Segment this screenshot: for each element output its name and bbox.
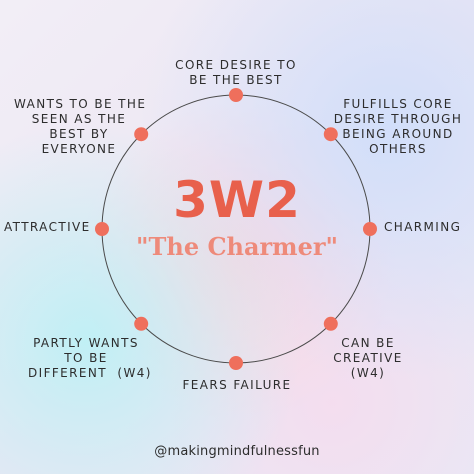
trait-label-top-right: FULFILLS CORE DESIRE THROUGH BEING AROUN… xyxy=(333,97,463,156)
trait-dot-left xyxy=(95,222,109,236)
trait-dot-bottom xyxy=(229,356,243,370)
trait-dot-bottom-left xyxy=(134,316,149,331)
trait-dot-top-left xyxy=(134,127,149,142)
trait-label-bottom-right: CAN BE CREATIVE (W4) xyxy=(333,336,403,380)
trait-dot-top-right xyxy=(323,127,338,142)
trait-label-left: ATTRACTIVE xyxy=(4,220,91,234)
type-nickname: "The Charmer" xyxy=(136,232,338,261)
trait-label-bottom-left: PARTLY WANTS TO BE DIFFERENT (W4) xyxy=(28,336,152,380)
type-title: 3W2 xyxy=(173,171,301,229)
trait-label-top-left: WANTS TO BE THE SEEN AS THE BEST BY EVER… xyxy=(14,97,147,156)
trait-dot-bottom-right xyxy=(323,316,338,331)
trait-dot-top xyxy=(229,88,243,102)
author-handle: @makingmindfulnessfun xyxy=(154,444,320,459)
trait-label-top: CORE DESIRE TO BE THE BEST xyxy=(175,58,297,87)
trait-label-bottom: FEARS FAILURE xyxy=(182,378,292,392)
trait-dot-right xyxy=(363,222,377,236)
trait-label-right: CHARMING xyxy=(384,220,462,234)
